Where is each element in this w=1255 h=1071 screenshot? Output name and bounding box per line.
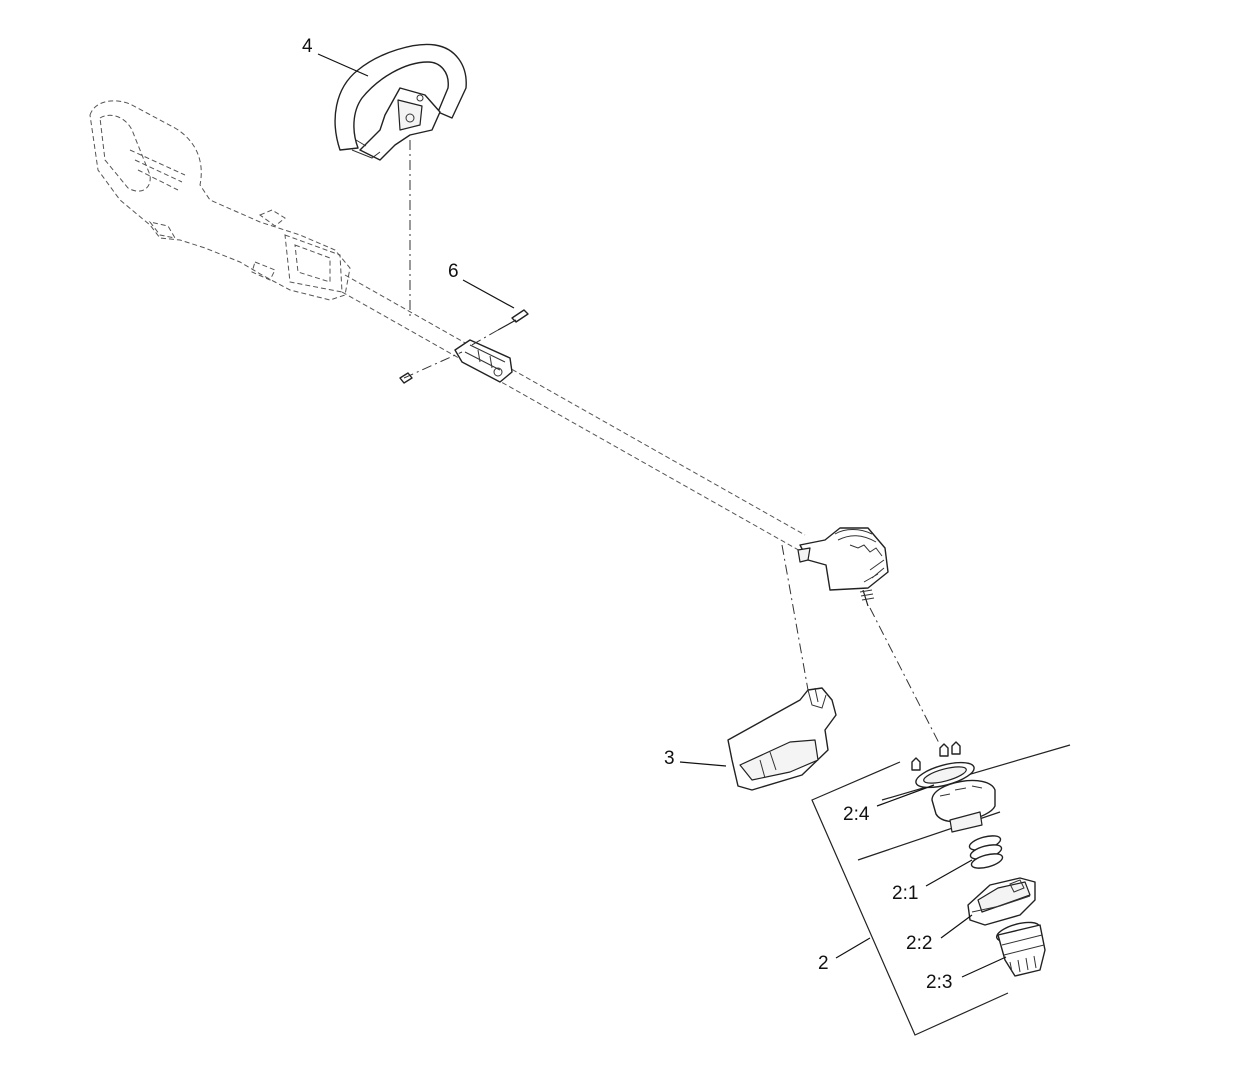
shaft bbox=[341, 274, 806, 553]
guard bbox=[727, 687, 837, 791]
callout-2-3: 2:3 bbox=[926, 972, 952, 993]
power-head bbox=[89, 100, 351, 301]
trimmer-head-housing bbox=[797, 527, 889, 607]
leader-lines bbox=[317, 53, 1007, 978]
callout-2-1: 2:1 bbox=[892, 883, 918, 904]
spool-base bbox=[911, 741, 996, 833]
callout-3: 3 bbox=[664, 748, 675, 769]
callout-4: 4 bbox=[302, 36, 313, 57]
bolt bbox=[399, 309, 529, 384]
bump-knob bbox=[995, 921, 1046, 977]
callout-2-2: 2:2 bbox=[906, 933, 932, 954]
callout-6: 6 bbox=[448, 261, 459, 282]
callout-2: 2 bbox=[818, 953, 829, 974]
kit-bracket bbox=[811, 761, 1009, 1036]
spring bbox=[968, 835, 1004, 869]
front-handle bbox=[334, 43, 467, 161]
handle-bracket bbox=[454, 339, 513, 383]
spool bbox=[967, 877, 1036, 926]
callout-2-4: 2:4 bbox=[843, 804, 870, 825]
